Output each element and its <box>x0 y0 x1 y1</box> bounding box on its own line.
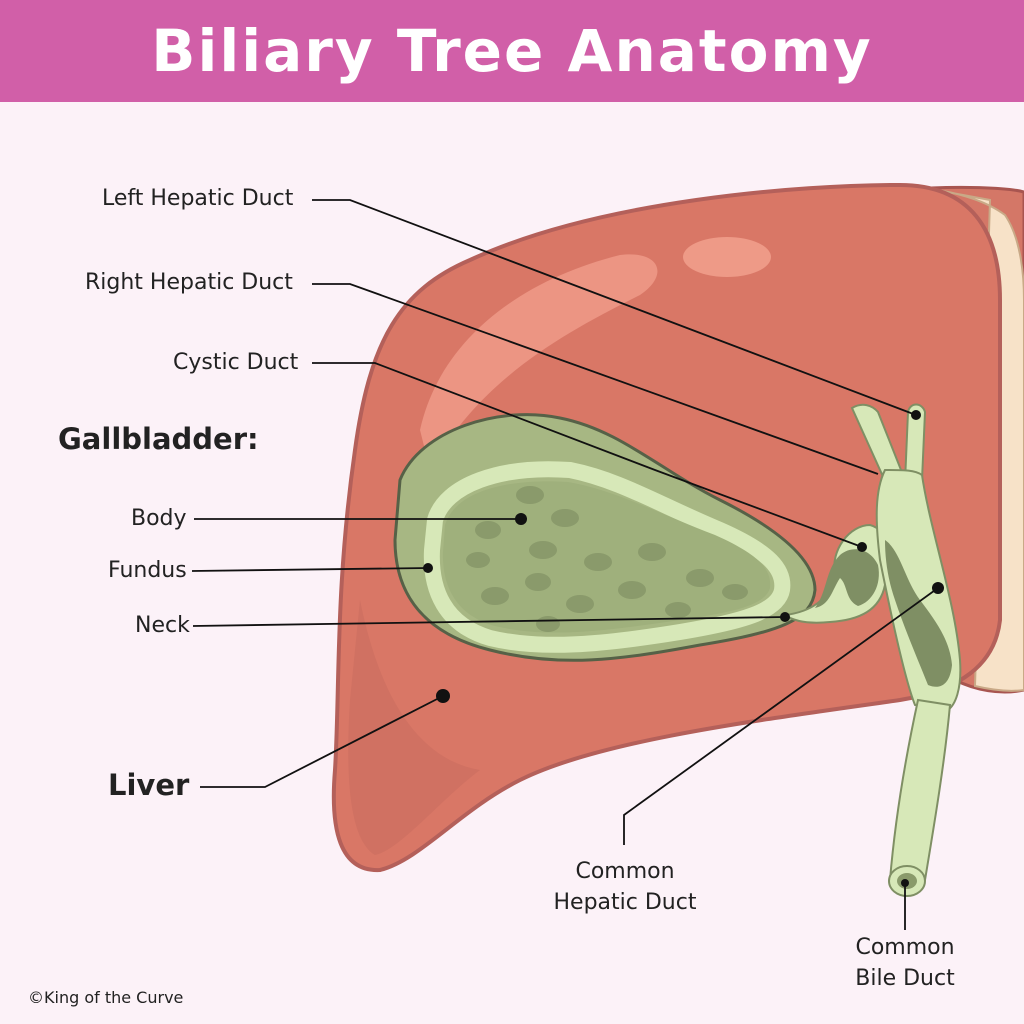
liver-highlight <box>420 254 658 470</box>
liver-highlight-small <box>683 237 771 277</box>
leader-neck <box>192 616 786 627</box>
leader-lines <box>191 199 939 930</box>
label-common-bile-duct-line2: Bile Duct <box>855 966 955 991</box>
label-left-hepatic-duct: Left Hepatic Duct <box>102 186 294 211</box>
label-liver: Liver <box>108 768 190 802</box>
liver-shadow <box>348 600 480 855</box>
label-body: Body <box>131 506 187 531</box>
copyright-credit: ©King of the Curve <box>28 988 184 1007</box>
duct-inner-folds <box>885 540 952 687</box>
label-common-bile-duct-line1: Common <box>855 935 955 960</box>
leader-common-hepatic <box>623 587 939 845</box>
leader-fundus <box>191 567 429 572</box>
label-common-bile-duct: Common Bile Duct <box>835 932 975 994</box>
label-cystic-duct: Cystic Duct <box>173 350 299 375</box>
gallbladder-lining <box>423 461 791 653</box>
page-title: Biliary Tree Anatomy <box>151 17 873 85</box>
leader-liver <box>200 695 444 788</box>
leader-right-hepatic <box>312 283 879 475</box>
label-right-hepatic-duct: Right Hepatic Duct <box>85 270 293 295</box>
left-hepatic-duct <box>903 403 927 484</box>
label-common-hepatic-duct-line1: Common <box>575 859 675 884</box>
label-neck: Neck <box>135 613 190 638</box>
label-common-hepatic-duct: Common Hepatic Duct <box>545 856 705 918</box>
label-common-hepatic-duct-line2: Hepatic Duct <box>553 890 697 915</box>
label-fundus: Fundus <box>108 558 187 583</box>
label-dots <box>423 410 944 887</box>
common-bile-duct <box>888 698 952 881</box>
gallbladder-mucosa-spots <box>466 486 748 632</box>
leader-cystic <box>312 362 863 548</box>
title-banner: Biliary Tree Anatomy <box>0 0 1024 102</box>
cystic-duct-folds <box>815 549 879 608</box>
leader-left-hepatic <box>312 199 917 416</box>
label-gallbladder-heading: Gallbladder: <box>58 422 259 456</box>
